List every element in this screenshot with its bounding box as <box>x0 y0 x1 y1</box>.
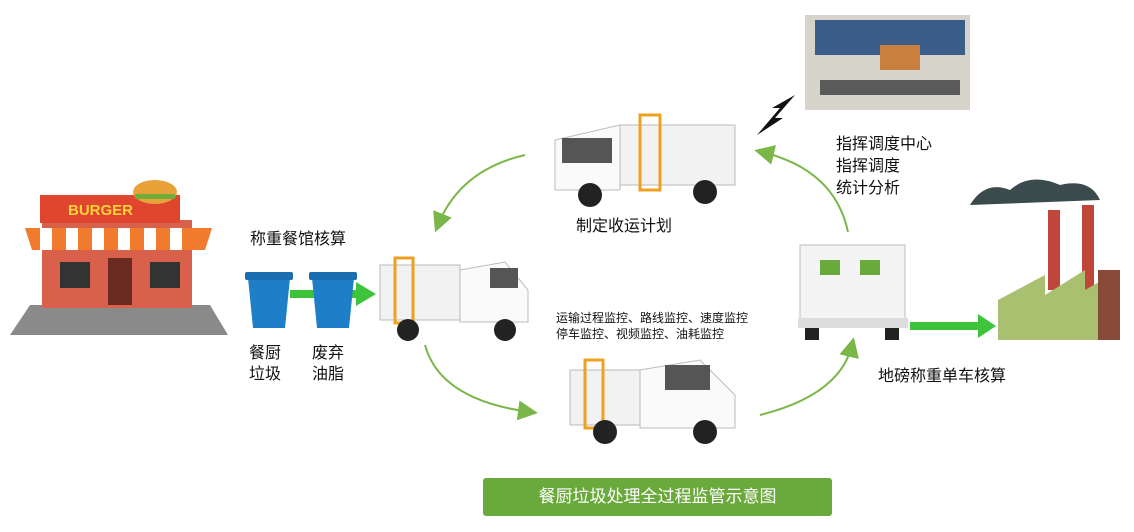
collection-truck-top <box>554 113 736 207</box>
lightning-icon <box>757 95 795 135</box>
collection-truck-left <box>379 256 529 341</box>
label-statistics: 统计分析 <box>836 178 901 197</box>
label-monitoring-1: 运输过程监控、路线监控、速度监控 <box>556 311 749 325</box>
store-sign: BURGER <box>68 202 133 219</box>
waste-oil-bin <box>309 272 357 328</box>
kitchen-waste-bin <box>245 272 293 328</box>
label-dispatch-center: 指挥调度中心 <box>836 134 933 153</box>
truck-rear-weighbridge <box>798 244 908 340</box>
arrow-monitor-to-weigh <box>759 337 859 416</box>
green-arrow-to-factory <box>910 314 996 338</box>
diagram-title-button[interactable]: 餐厨垃圾处理全过程监管示意图 <box>483 478 832 516</box>
arrow-plan-to-truck <box>433 154 526 233</box>
label-waste-oil-2: 油脂 <box>312 364 345 383</box>
label-waste-oil-1: 废弃 <box>312 343 345 362</box>
processing-plant-illustration <box>970 179 1120 340</box>
burger-store-illustration: BURGER <box>10 180 228 335</box>
dispatch-center-photo <box>805 15 970 110</box>
label-weighbridge: 地磅称重单车核算 <box>878 366 1007 385</box>
label-restaurant-weighing: 称重餐馆核算 <box>250 229 347 248</box>
label-kitchen-waste-2: 垃圾 <box>249 364 282 383</box>
label-kitchen-waste-1: 餐厨 <box>249 343 282 362</box>
arrow-weigh-to-plan <box>754 145 849 233</box>
label-dispatch: 指挥调度 <box>836 156 901 175</box>
label-collection-plan: 制定收运计划 <box>576 216 673 235</box>
arrow-truck-to-monitor <box>424 344 538 421</box>
collection-truck-bottom <box>569 358 736 444</box>
label-monitoring-2: 停车监控、视频监控、油耗监控 <box>556 327 725 341</box>
